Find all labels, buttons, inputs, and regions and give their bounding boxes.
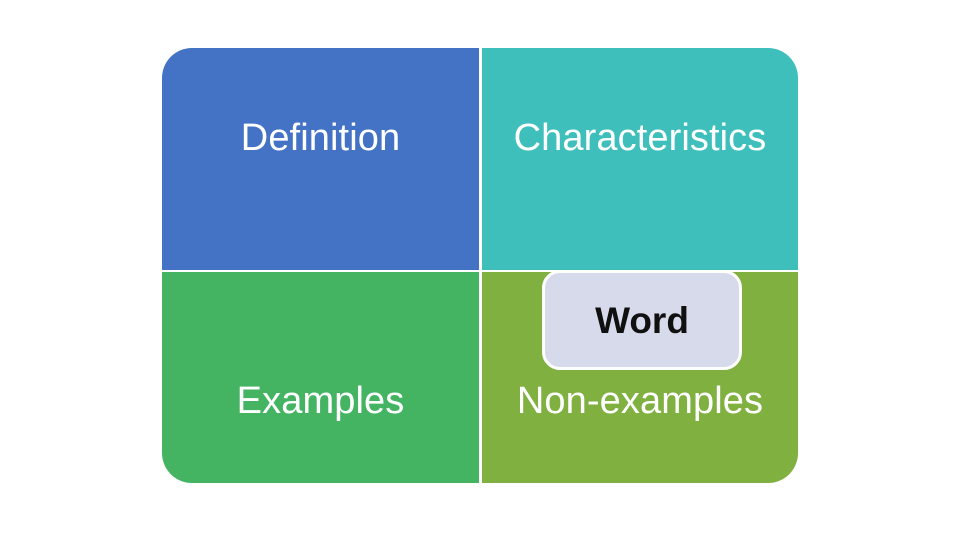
quadrant-characteristics-label: Characteristics xyxy=(513,117,767,159)
quadrant-examples-label: Examples xyxy=(236,379,405,422)
quadrant-definition-label: Definition xyxy=(240,117,401,159)
quadrant-definition[interactable]: Definition xyxy=(162,48,479,270)
quadrant-characteristics[interactable]: Characteristics xyxy=(482,48,798,270)
center-term-label: Word xyxy=(595,299,689,341)
quadrant-examples[interactable]: Examples xyxy=(162,272,479,483)
quadrant-nonexamples-label: Non-examples xyxy=(516,379,764,422)
frayer-model-diagram: Definition Characteristics Examples Non-… xyxy=(162,48,798,483)
center-term-box[interactable]: Word xyxy=(542,270,742,370)
